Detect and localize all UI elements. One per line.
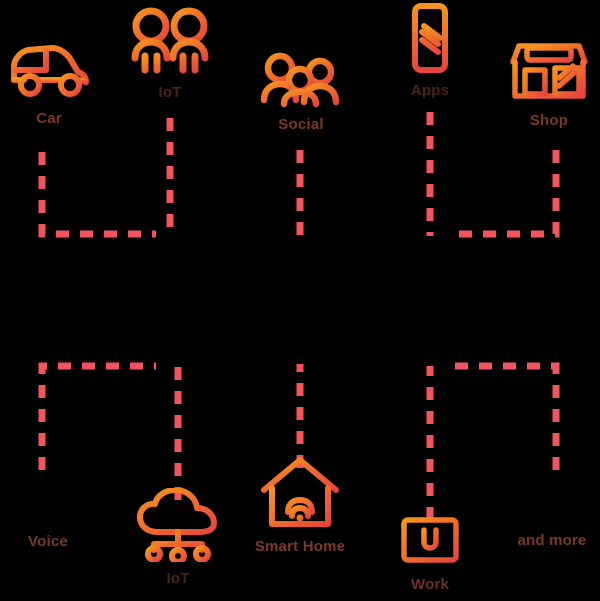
node-shop[interactable]: Shop <box>500 38 598 129</box>
plus-icon <box>521 462 583 529</box>
node-label-social: Social <box>278 116 324 133</box>
node-label-work: Work <box>410 576 450 593</box>
node-smart-home[interactable]: Smart Home <box>240 456 360 555</box>
monitor-icon <box>400 516 460 573</box>
smart-home-icon <box>258 456 342 535</box>
node-label-and-more: and more <box>517 532 587 549</box>
group-icon <box>258 52 344 113</box>
node-label-apps: Apps <box>410 82 450 99</box>
cloud-iot-icon <box>136 487 220 567</box>
node-label-iot-top: IoT <box>158 84 182 101</box>
node-social[interactable]: Social <box>255 52 347 133</box>
node-voice[interactable]: Voice <box>2 456 94 550</box>
connector-andmore <box>448 362 560 470</box>
car-icon <box>6 40 92 107</box>
node-and-more[interactable]: and more <box>500 462 600 549</box>
node-iot-bottom[interactable]: IoT <box>134 487 222 587</box>
smartphone-icon <box>408 2 452 79</box>
people-pair-icon <box>125 6 215 81</box>
node-car[interactable]: Car <box>4 40 94 127</box>
node-apps[interactable]: Apps <box>400 2 460 99</box>
storefront-icon <box>503 38 595 109</box>
connector-voice <box>38 362 156 470</box>
node-label-iot-bottom: IoT <box>166 570 190 587</box>
node-label-car: Car <box>36 110 62 127</box>
connector-car <box>38 152 156 238</box>
connector-shop <box>448 150 560 238</box>
waveform-icon <box>4 456 92 530</box>
node-label-shop: Shop <box>529 112 569 129</box>
node-work[interactable]: Work <box>400 516 460 593</box>
node-iot-top[interactable]: IoT <box>122 6 218 101</box>
node-label-voice: Voice <box>28 533 68 550</box>
node-label-smart-home: Smart Home <box>254 538 346 555</box>
